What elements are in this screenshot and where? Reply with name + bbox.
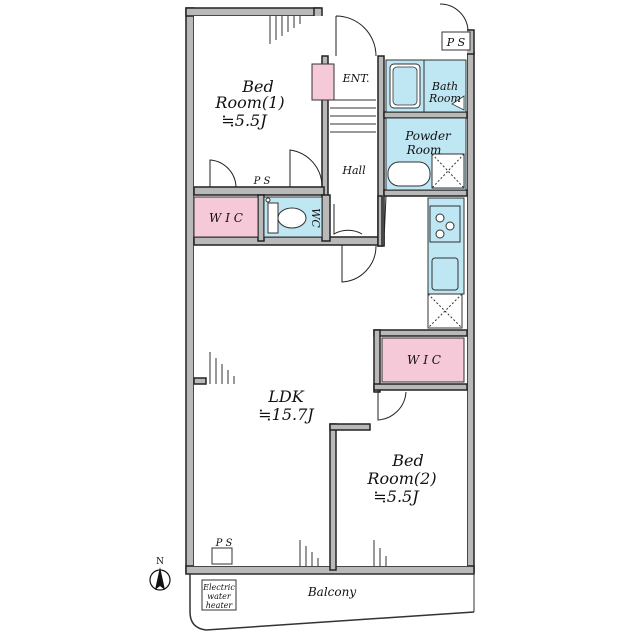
bed1-area: ≒5.5J: [221, 111, 268, 130]
wic-left-label: W I C: [209, 211, 243, 225]
ps-point-mid: [265, 197, 271, 203]
hall-label: Hall: [341, 164, 366, 177]
heater-label-1: Electric: [202, 583, 235, 592]
ps-mid-label: P S: [253, 176, 271, 187]
balcony-label: Balcony: [307, 585, 356, 599]
bath-label-1: Bath: [431, 80, 458, 93]
bed2-area: ≒5.5J: [373, 487, 420, 506]
window-bedroom1: [269, 16, 301, 44]
bed1-sub: Room(1): [214, 93, 284, 112]
wic-right-label: W I C: [407, 353, 441, 367]
water-heater-box: [201, 579, 237, 611]
compass: [149, 567, 171, 591]
bathroom: [385, 59, 467, 113]
bed2-name: Bed: [391, 451, 423, 470]
ent-label: ENT.: [342, 72, 370, 85]
wc-label: WC: [309, 208, 322, 228]
powder-label-2: Room: [406, 143, 442, 157]
entrance-area: [311, 63, 335, 101]
window-ldk: [209, 352, 235, 384]
entry-steps: [330, 99, 376, 133]
ps-top-label: P S: [446, 36, 466, 49]
doors: [209, 3, 469, 421]
powder-label-1: Powder: [404, 129, 452, 143]
heater-label-2: water: [207, 592, 232, 601]
bed1-name: Bed: [241, 77, 273, 96]
toilet: [263, 196, 323, 238]
bed2-sub: Room(2): [366, 469, 436, 488]
kitchen: [427, 197, 465, 329]
compass-label: N: [156, 557, 164, 567]
ps-box-top: [441, 31, 471, 51]
window-ldk-bottom: [299, 540, 387, 566]
wic-left-area: [193, 196, 259, 238]
heater-label-3: heater: [206, 601, 234, 610]
bath-label-2: Room: [428, 92, 461, 105]
wic-right-area: [381, 337, 465, 383]
balcony: [189, 573, 475, 631]
ldk-area: ≒15.7J: [258, 405, 315, 424]
powder-room: [385, 117, 467, 191]
ps-box-bottom: [211, 547, 233, 565]
ldk-name: LDK: [267, 387, 304, 406]
ps-bottom-label: P S: [215, 538, 233, 549]
